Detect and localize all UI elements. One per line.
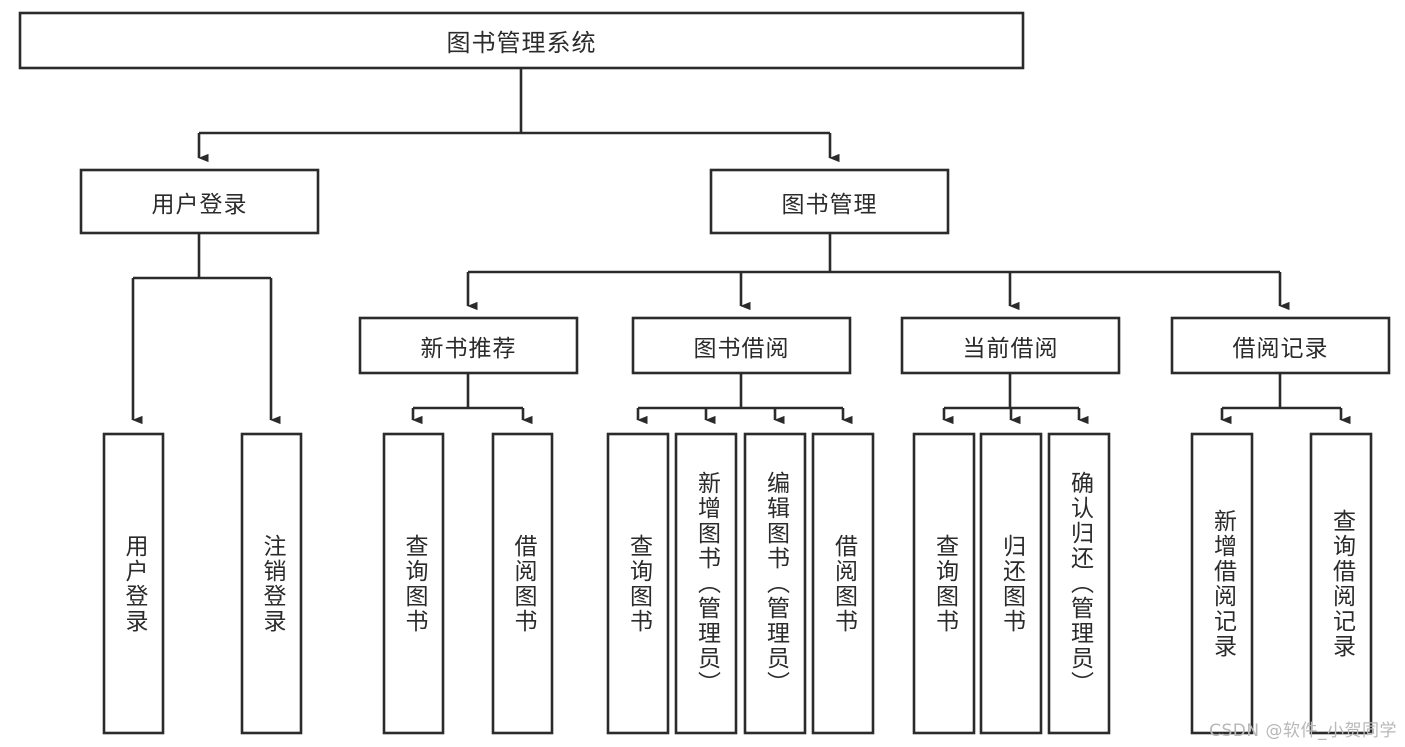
- leaf-rect-query-book-3[interactable]: [912, 432, 976, 735]
- leaf-rect-confirm-return[interactable]: [1047, 432, 1111, 735]
- leaf-rect-borrow-book-2[interactable]: [811, 432, 875, 735]
- watermark-text: CSDN @软件_小贺同学: [1209, 721, 1397, 741]
- leaf-rect-query-record[interactable]: [1309, 432, 1373, 735]
- node-root[interactable]: [18, 11, 1025, 70]
- edge-root-to-level2: [197, 68, 840, 163]
- leaf-rect-add-record[interactable]: [1190, 432, 1254, 735]
- leaf-rect-query-book-1[interactable]: [382, 432, 445, 735]
- edge-newbook-to-leaves: [411, 373, 533, 425]
- leaf-rect-logout[interactable]: [240, 432, 303, 735]
- node-current-borrow[interactable]: [900, 316, 1121, 375]
- leaf-rect-add-book[interactable]: [674, 432, 738, 735]
- leaf-rect-borrow-book-1[interactable]: [491, 432, 554, 735]
- node-book-management[interactable]: [709, 168, 950, 235]
- leaf-rect-query-book-2[interactable]: [606, 432, 670, 735]
- edge-userlogin-to-leaves: [131, 233, 281, 425]
- edge-record-to-leaves: [1220, 373, 1351, 425]
- leaf-rect-return-book[interactable]: [979, 432, 1043, 735]
- node-user-login[interactable]: [79, 168, 320, 235]
- node-borrow-record[interactable]: [1170, 316, 1391, 375]
- edge-current-to-leaves: [942, 373, 1089, 425]
- node-new-book-recommend[interactable]: [358, 316, 579, 375]
- leaf-rect-user-login[interactable]: [102, 432, 165, 735]
- edge-bookmgmt-to-level3: [466, 233, 1290, 311]
- node-book-borrow[interactable]: [631, 316, 852, 375]
- leaf-rect-edit-book[interactable]: [743, 432, 807, 735]
- edge-borrow-to-leaves: [636, 373, 853, 425]
